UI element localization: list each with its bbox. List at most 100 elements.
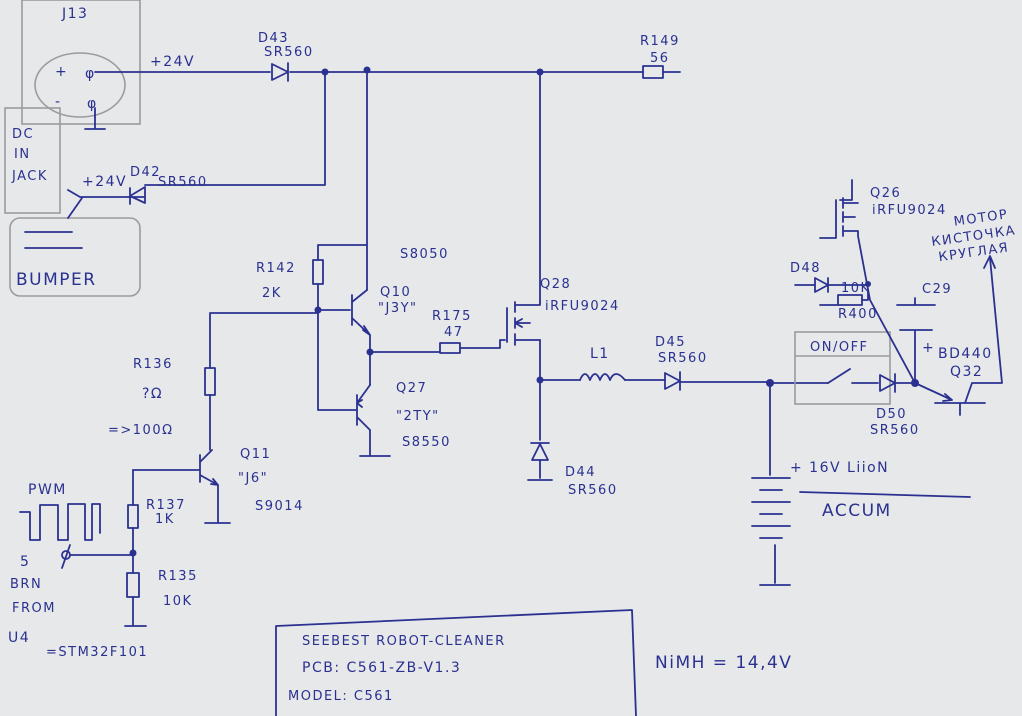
ref-label: D45 — [655, 335, 686, 350]
ref-label: R400 — [838, 307, 878, 322]
junction-dot — [536, 68, 544, 76]
diode-d44: D44 SR560 — [530, 442, 618, 498]
value-label: ?Ω — [142, 386, 163, 402]
battery-voltage: + 16V LiioN — [790, 460, 889, 476]
output-wires — [539, 379, 829, 586]
value-label: 56 — [650, 51, 670, 66]
dc-in-text: IN — [14, 147, 31, 162]
ref-label: D50 — [876, 407, 907, 422]
ref-label: C29 — [922, 282, 952, 297]
resistor-r400: 10K R400 — [819, 281, 878, 322]
polarity-label: + — [922, 340, 935, 356]
ref-label: R149 — [640, 34, 680, 49]
part-label: SR560 — [568, 483, 618, 498]
rail-label: +24V — [150, 54, 195, 70]
capacitor-c29: C29 + — [896, 282, 952, 384]
battery-label: ACCUM — [822, 501, 892, 521]
part-label: SR560 — [658, 351, 708, 366]
mark-label: "2TY" — [396, 409, 440, 424]
gate-wire — [369, 339, 506, 353]
value-label: 2K — [262, 286, 282, 301]
transistor-q11: Q11 "J6" S9014 — [132, 447, 304, 524]
ref-label: D42 — [130, 165, 161, 180]
diode-d48: D48 — [790, 261, 871, 293]
ref-label: R136 — [133, 357, 173, 372]
mosfet-q26: Q26 iRFU9024 — [819, 179, 947, 384]
resistor-r136: R136 ?Ω =>100Ω — [108, 357, 216, 438]
ref-label: Q28 — [540, 277, 571, 292]
resistor-r149: R149 56 — [640, 34, 680, 79]
power-switch: ON/OFF — [794, 331, 891, 405]
pwm-input: PWM 5 BRN FROM U4 =STM32F101 — [8, 482, 148, 660]
wire-color: BRN — [10, 577, 42, 592]
mark-label: "J6" — [238, 471, 268, 486]
resistor-r175: R175 47 — [432, 309, 472, 354]
from-label: FROM — [12, 601, 56, 616]
switch-label: ON/OFF — [810, 340, 869, 355]
pin-minus: φ — [87, 96, 98, 112]
minus-label: - — [55, 94, 62, 110]
part-label: iRFU9024 — [545, 299, 620, 314]
battery-accum: + 16V LiioN ACCUM — [751, 460, 971, 539]
ref-label: R135 — [158, 569, 198, 584]
pin-number: 5 — [20, 554, 30, 570]
pwm-label: PWM — [28, 482, 67, 498]
bumper-label: BUMPER — [16, 270, 97, 290]
part-label: SR560 — [158, 175, 208, 190]
ref-label: L1 — [590, 346, 610, 362]
dc-in-text: JACK — [11, 169, 48, 184]
value-label: 10K — [163, 594, 193, 609]
part-label: BD440 — [938, 346, 993, 362]
part-label: S8050 — [400, 247, 449, 262]
ref-label: D43 — [258, 31, 289, 46]
ref-label: D44 — [565, 465, 596, 480]
ref-label: Q11 — [240, 447, 271, 462]
dc-in-text: DC — [12, 127, 34, 142]
part-label: S8550 — [402, 435, 451, 450]
title-line: SEEBEST ROBOT-CLEANER — [302, 634, 506, 649]
transistor-q27: Q27 "2TY" S8550 — [317, 309, 451, 457]
ref-label: Q26 — [870, 186, 901, 201]
junction-dot — [321, 68, 329, 76]
mcu-label: =STM32F101 — [46, 645, 148, 660]
value-label: 1K — [155, 512, 175, 527]
rail-24v — [67, 69, 681, 481]
part-label: SR560 — [264, 45, 314, 60]
junction-dot — [766, 379, 774, 387]
junction-dot — [363, 66, 371, 74]
part-label: SR560 — [870, 423, 920, 438]
part-label: iRFU9024 — [872, 203, 947, 218]
resistor-r135: R135 10K — [126, 569, 198, 609]
ref-label: Q27 — [396, 381, 427, 396]
dc-in-jack: DC IN JACK — [4, 107, 61, 214]
connector-j13: J13 + - φ φ — [21, 0, 141, 130]
plus-label: + — [55, 64, 68, 80]
pin-plus: φ — [85, 66, 96, 82]
connector-label: J13 — [61, 6, 88, 22]
nimh-note: NiMH = 14,4V — [655, 653, 792, 673]
ref-label: R137 — [146, 498, 186, 513]
part-label: S9014 — [255, 499, 304, 514]
mosfet-q28: Q28 iRFU9024 — [506, 277, 620, 346]
resistor-r142: R142 2K — [256, 259, 324, 301]
junction-dot — [129, 549, 137, 557]
value-label: 10K — [841, 281, 871, 296]
source-ref: U4 — [8, 630, 30, 646]
square-wave — [19, 503, 101, 541]
inductor-l1: L1 — [579, 346, 626, 381]
ref-label: D48 — [790, 261, 821, 276]
ref-label: R175 — [432, 309, 472, 324]
bumper: BUMPER — [9, 197, 141, 297]
resistor-r137: R137 1K — [127, 498, 186, 529]
title-line: PCB: C561-ZB-V1.3 — [302, 660, 461, 676]
r136-wire — [209, 312, 319, 451]
ref-label: Q10 — [380, 285, 411, 300]
value-label: 47 — [444, 325, 464, 340]
rail-label: +24V — [82, 174, 127, 190]
mark-label: "J3Y" — [378, 301, 418, 316]
diode-d45: D45 SR560 — [655, 335, 708, 391]
ground-symbol — [84, 107, 106, 130]
ref-label: Q32 — [950, 364, 983, 380]
